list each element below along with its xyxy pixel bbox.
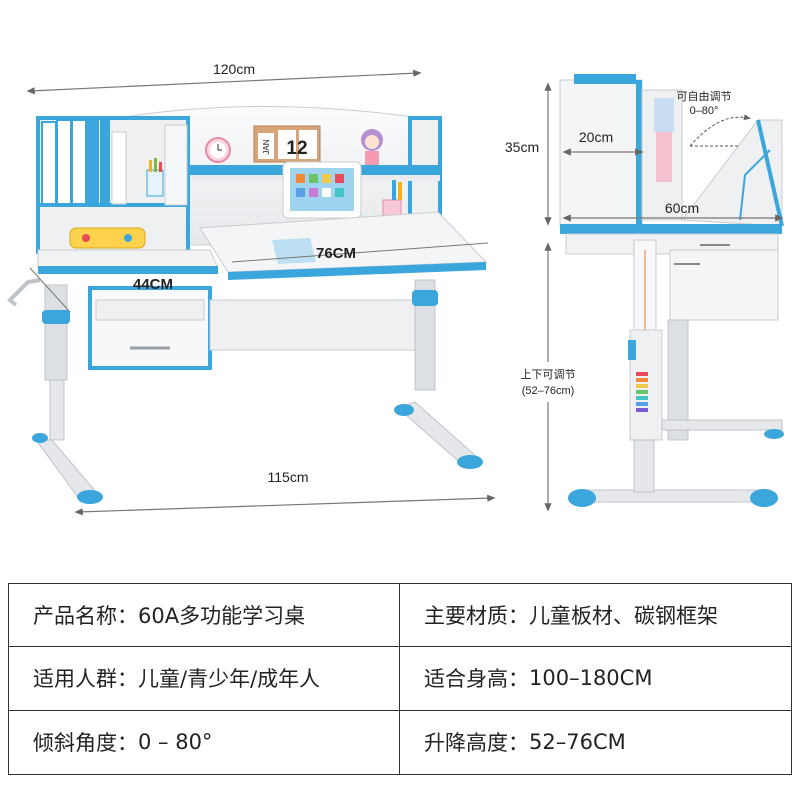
side-shelf-unit (559, 79, 643, 227)
pencil-cup (146, 169, 164, 197)
crank-handle (7, 278, 41, 307)
calendar-month: JAN (262, 139, 271, 154)
side-drawer (669, 249, 779, 321)
dim-tabletop-depth: 44CM (133, 276, 173, 293)
spec-table: 产品名称： 60A多功能学习桌 主要材质： 儿童板材、碳钢框架 适用人群： 儿童… (8, 583, 792, 775)
desk-calendar: JAN 12 (253, 125, 321, 163)
spec-value: 儿童/青少年/成年人 (138, 667, 321, 692)
front-dimension-depth: 44CM (29, 267, 173, 313)
spec-value: 100–180CM (529, 666, 653, 691)
front-dimension-bottom: 115cm (74, 469, 496, 516)
spec-user-height: 适合身高： 100–180CM (400, 647, 791, 711)
side-tilt-annotation: 可自由调节 0–80° (677, 89, 751, 147)
dim-shelf-depth: 20cm (579, 129, 613, 145)
spec-tilt-angle: 倾斜角度： 0 – 80° (9, 710, 400, 774)
book-stopper (272, 238, 316, 264)
front-dimension-board: 76CM (231, 242, 489, 263)
books (41, 118, 127, 205)
left-leg-upper (44, 284, 68, 381)
spec-key: 主要材质： (424, 604, 529, 629)
product-diagram: JAN 12 (7, 61, 784, 516)
spec-key: 升降高度： (424, 731, 529, 756)
left-leg-lower (49, 379, 65, 441)
front-view-desk: JAN 12 (7, 106, 488, 504)
front-dimension-top: 120cm (26, 61, 422, 95)
right-leg-upper (414, 279, 436, 391)
calendar-day: 12 (286, 138, 307, 159)
side-dimension-height: 35cm (505, 82, 552, 226)
height-note-line2: (52–76cm) (522, 385, 575, 397)
spec-audience: 适用人群： 儿童/青少年/成年人 (9, 647, 400, 711)
spec-material: 主要材质： 儿童板材、碳钢框架 (400, 584, 791, 648)
dim-width-top: 120cm (213, 61, 255, 77)
spec-value: 0 – 80° (138, 730, 213, 755)
side-rear-leg (667, 319, 689, 441)
tilt-note-line1: 可自由调节 (677, 89, 732, 103)
spec-value: 52–76CM (529, 730, 626, 755)
doll-figurine (361, 129, 383, 165)
dim-shelf-height: 35cm (505, 139, 539, 155)
pencil-case (69, 227, 146, 249)
spec-key: 适用人群： (33, 667, 138, 692)
height-note-line1: 上下可调节 (521, 368, 576, 381)
height-color-scale (636, 372, 648, 412)
dim-desk-depth: 60cm (665, 200, 699, 216)
dim-tilt-board: 76CM (316, 245, 356, 262)
frame-crossbar (209, 299, 416, 351)
side-dimension-desk-depth: 60cm (562, 200, 784, 222)
spec-key: 倾斜角度： (33, 731, 138, 756)
side-dimension-lift: 上下可调节 (52–76cm) (508, 242, 590, 512)
dim-width-base: 115cm (268, 469, 309, 485)
tilt-note-line2: 0–80° (690, 105, 719, 117)
spec-product-name: 产品名称： 60A多功能学习桌 (9, 584, 400, 648)
tablet-on-stand (282, 161, 362, 219)
side-foot-bar (577, 489, 769, 503)
spec-key: 适合身高： (424, 667, 529, 692)
side-tabletop (560, 224, 782, 234)
spec-lift-height: 升降高度： 52–76CM (400, 711, 791, 774)
spec-value: 儿童板材、碳钢框架 (529, 604, 718, 629)
side-dimension-shelf-depth: 20cm (562, 129, 644, 156)
fixed-tabletop (37, 249, 219, 269)
spec-key: 产品名称： (33, 604, 138, 629)
spec-value: 60A多功能学习桌 (138, 604, 306, 629)
